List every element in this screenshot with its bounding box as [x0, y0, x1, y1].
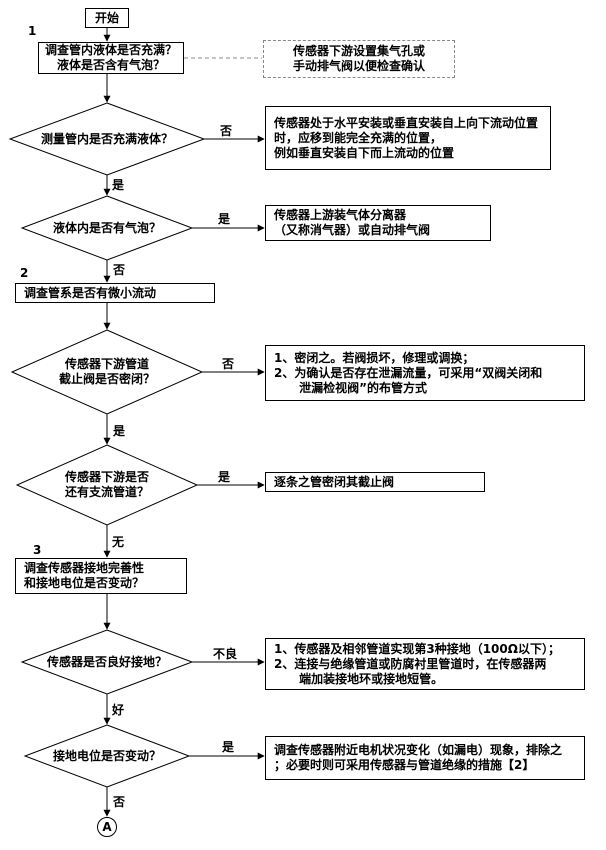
step3-number: 3: [33, 543, 42, 557]
diamond-d6-shape: [23, 724, 191, 788]
action-box-6: 调查传感器附近电机状况变化（如漏电）现象，排除之 ；必要时则可采用传感器与管道绝…: [265, 736, 585, 780]
step1-box: 调查管内液体是否充满？ 液体是否含有气泡？: [38, 42, 184, 74]
terminal-a: A: [97, 817, 117, 837]
connectors: [103, 28, 265, 817]
edge-label-d6-yes: 是: [222, 740, 235, 754]
decision-d3: 传感器下游管道 截止阀是否密闭？: [58, 357, 155, 386]
diamond-d1-shape: [8, 102, 206, 176]
action-box-2: 传感器上游装气体分离器 （又称消气器）或自动排气阀: [265, 205, 491, 241]
decision-d6: 接地电位是否变动？: [52, 748, 161, 763]
step2-box: 调查管系是否有微小流动: [15, 283, 215, 303]
step1-number: 1: [28, 24, 37, 38]
edge-label-d6-no: 否: [113, 795, 126, 809]
decision-d4: 传感器下游是否 还有支流管道？: [64, 470, 149, 499]
diamond-d3-shape: [10, 329, 204, 415]
decision-d1: 测量管内是否充满液体？: [40, 131, 173, 146]
edge-label-d4-yes: 是: [218, 470, 231, 484]
diamond-d4-shape: [15, 444, 199, 526]
diamond-d5-shape: [20, 629, 194, 695]
decision-shapes: [8, 102, 206, 788]
step3-box: 调查传感器接地完善性 和接地电位是否变动？: [15, 558, 187, 594]
action-box-3: 1、密闭之。若阀损坏，修理或调换； 2、为确认是否存在泄漏流量，可采用“双阀关闭…: [265, 345, 585, 401]
note-box: 传感器下游设置集气孔或 手动排气阀以便检查确认: [263, 40, 455, 78]
edge-label-d4-none: 无: [112, 535, 125, 549]
edge-label-d1-no: 否: [220, 124, 233, 138]
edge-label-d3-no: 否: [222, 357, 235, 371]
decision-d5: 传感器是否良好接地？: [46, 654, 167, 669]
action-box-1: 传感器处于水平安装或垂直安装自上向下流动位置 时，应移到能完全充满的位置， 例如…: [265, 106, 551, 170]
step2-number: 2: [20, 266, 29, 280]
action-box-5: 1、传感器及相邻管道实现第3种接地（100Ω以下）； 2、连接与绝缘管道或防腐衬…: [265, 638, 585, 690]
edge-label-d5-good: 好: [112, 703, 125, 717]
start-node: 开始: [85, 8, 129, 28]
diamond-d2-shape: [20, 195, 194, 261]
edge-label-d5-bad: 不良: [213, 647, 238, 661]
edge-label-d2-no: 否: [113, 263, 126, 277]
edge-label-d3-yes: 是: [113, 424, 126, 438]
decision-d2: 液体内是否有气泡？: [52, 220, 161, 235]
action-box-4: 逐条之管密闭其截止阀: [265, 472, 485, 492]
edge-label-d1-yes: 是: [112, 178, 125, 192]
edge-label-d2-yes: 是: [218, 212, 231, 226]
